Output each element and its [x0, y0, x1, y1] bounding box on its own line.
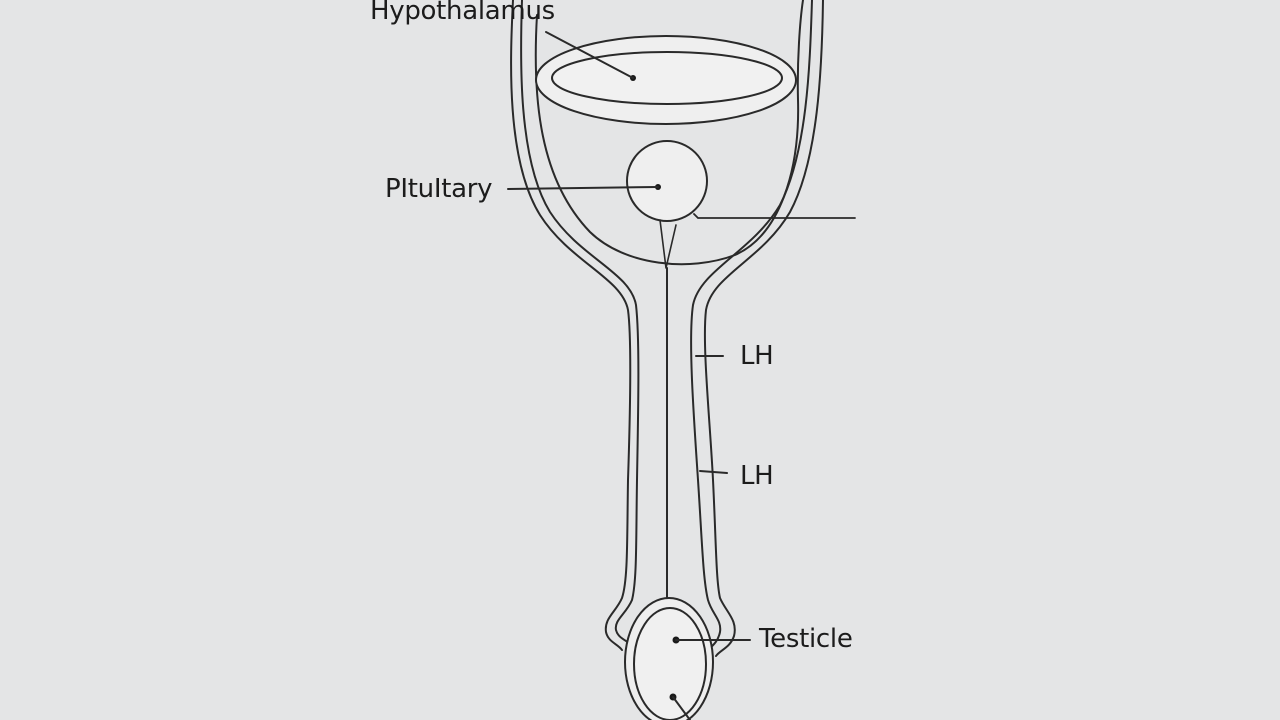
hypothalamus-shape	[535, 31, 797, 125]
pituitary-shape	[507, 140, 856, 269]
outer-tube-outline	[510, 0, 824, 657]
pituitary-leader-line	[507, 186, 659, 190]
testicle-lower-leader-line	[672, 696, 691, 720]
hypothalamus-leader-line	[545, 31, 634, 79]
testicle-shape	[624, 597, 751, 720]
hypothalamus-label: Hypothalamus	[370, 0, 555, 26]
pituitary-label: PItuItary	[385, 174, 493, 204]
lh-upper-label: LH	[740, 341, 774, 371]
lh-lower-leader-line	[699, 470, 728, 474]
lh-lower-label: LH	[740, 461, 774, 491]
testicle-label: Testicle	[759, 624, 853, 654]
